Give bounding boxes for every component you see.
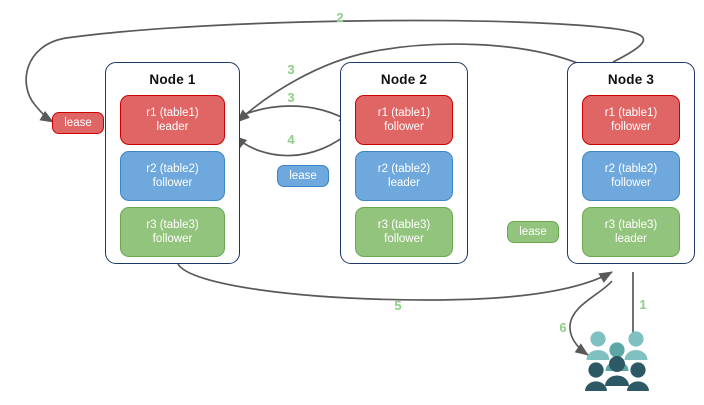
users-group-icon — [585, 330, 651, 392]
replica-role: follower — [152, 233, 193, 245]
replica-name: r2 (table2) — [377, 163, 431, 175]
arrow-step-6 — [569, 280, 613, 356]
lease-badge-green[interactable]: lease — [507, 221, 559, 243]
replica-r3[interactable]: r3 (table3) follower — [120, 207, 225, 257]
replica-role: leader — [156, 121, 189, 133]
arrow-step-3-to-node2 — [221, 105, 353, 126]
replica-role: follower — [152, 177, 193, 189]
replica-r1[interactable]: r1 (table1) follower — [582, 95, 680, 145]
step-label-3-lower: 3 — [287, 90, 295, 105]
node-title: Node 2 — [380, 72, 428, 87]
step-label-3-upper: 3 — [287, 62, 295, 77]
lease-badge-red[interactable]: lease — [52, 112, 104, 134]
step-label-6: 6 — [559, 320, 567, 335]
replica-name: r3 (table3) — [604, 219, 658, 231]
replica-r2[interactable]: r2 (table2) leader — [355, 151, 453, 201]
arrow-step-4-to-node1 — [233, 129, 353, 157]
node-title: Node 1 — [149, 72, 196, 87]
replica-r2[interactable]: r2 (table2) follower — [582, 151, 680, 201]
replica-name: r3 (table3) — [377, 219, 431, 231]
replica-r3[interactable]: r3 (table3) leader — [582, 207, 680, 257]
replica-r2[interactable]: r2 (table2) follower — [120, 151, 225, 201]
node-card-2[interactable]: Node 2 r1 (table1) follower r2 (table2) … — [340, 62, 468, 264]
node-card-3[interactable]: Node 3 r1 (table1) follower r2 (table2) … — [567, 62, 695, 264]
replica-r1[interactable]: r1 (table1) follower — [355, 95, 453, 145]
replica-name: r1 (table1) — [146, 107, 199, 119]
step-label-4: 4 — [287, 132, 295, 147]
lease-badge-blue[interactable]: lease — [277, 165, 329, 187]
arrow-step-5 — [177, 263, 613, 301]
step-label-5: 5 — [394, 298, 402, 313]
replica-r1[interactable]: r1 (table1) leader — [120, 95, 225, 145]
replica-role: leader — [388, 177, 420, 189]
replica-name: r3 (table3) — [146, 219, 199, 231]
replica-name: r2 (table2) — [146, 163, 199, 175]
replica-name: r1 (table1) — [377, 107, 431, 119]
replica-r3[interactable]: r3 (table3) follower — [355, 207, 453, 257]
replica-role: follower — [611, 121, 651, 133]
replica-role: leader — [615, 233, 647, 245]
replica-name: r2 (table2) — [604, 163, 658, 175]
node-card-1[interactable]: Node 1 r1 (table1) leader r2 (table2) fo… — [105, 62, 240, 264]
arrow-step-3-from-node3 — [236, 43, 581, 123]
arrow-step-2 — [25, 19, 645, 123]
step-label-1: 1 — [639, 297, 647, 312]
replica-role: follower — [611, 177, 651, 189]
node-title: Node 3 — [607, 72, 655, 87]
replica-role: follower — [384, 121, 424, 133]
replica-name: r1 (table1) — [604, 107, 658, 119]
step-label-2: 2 — [336, 10, 344, 25]
replica-role: follower — [384, 233, 424, 245]
